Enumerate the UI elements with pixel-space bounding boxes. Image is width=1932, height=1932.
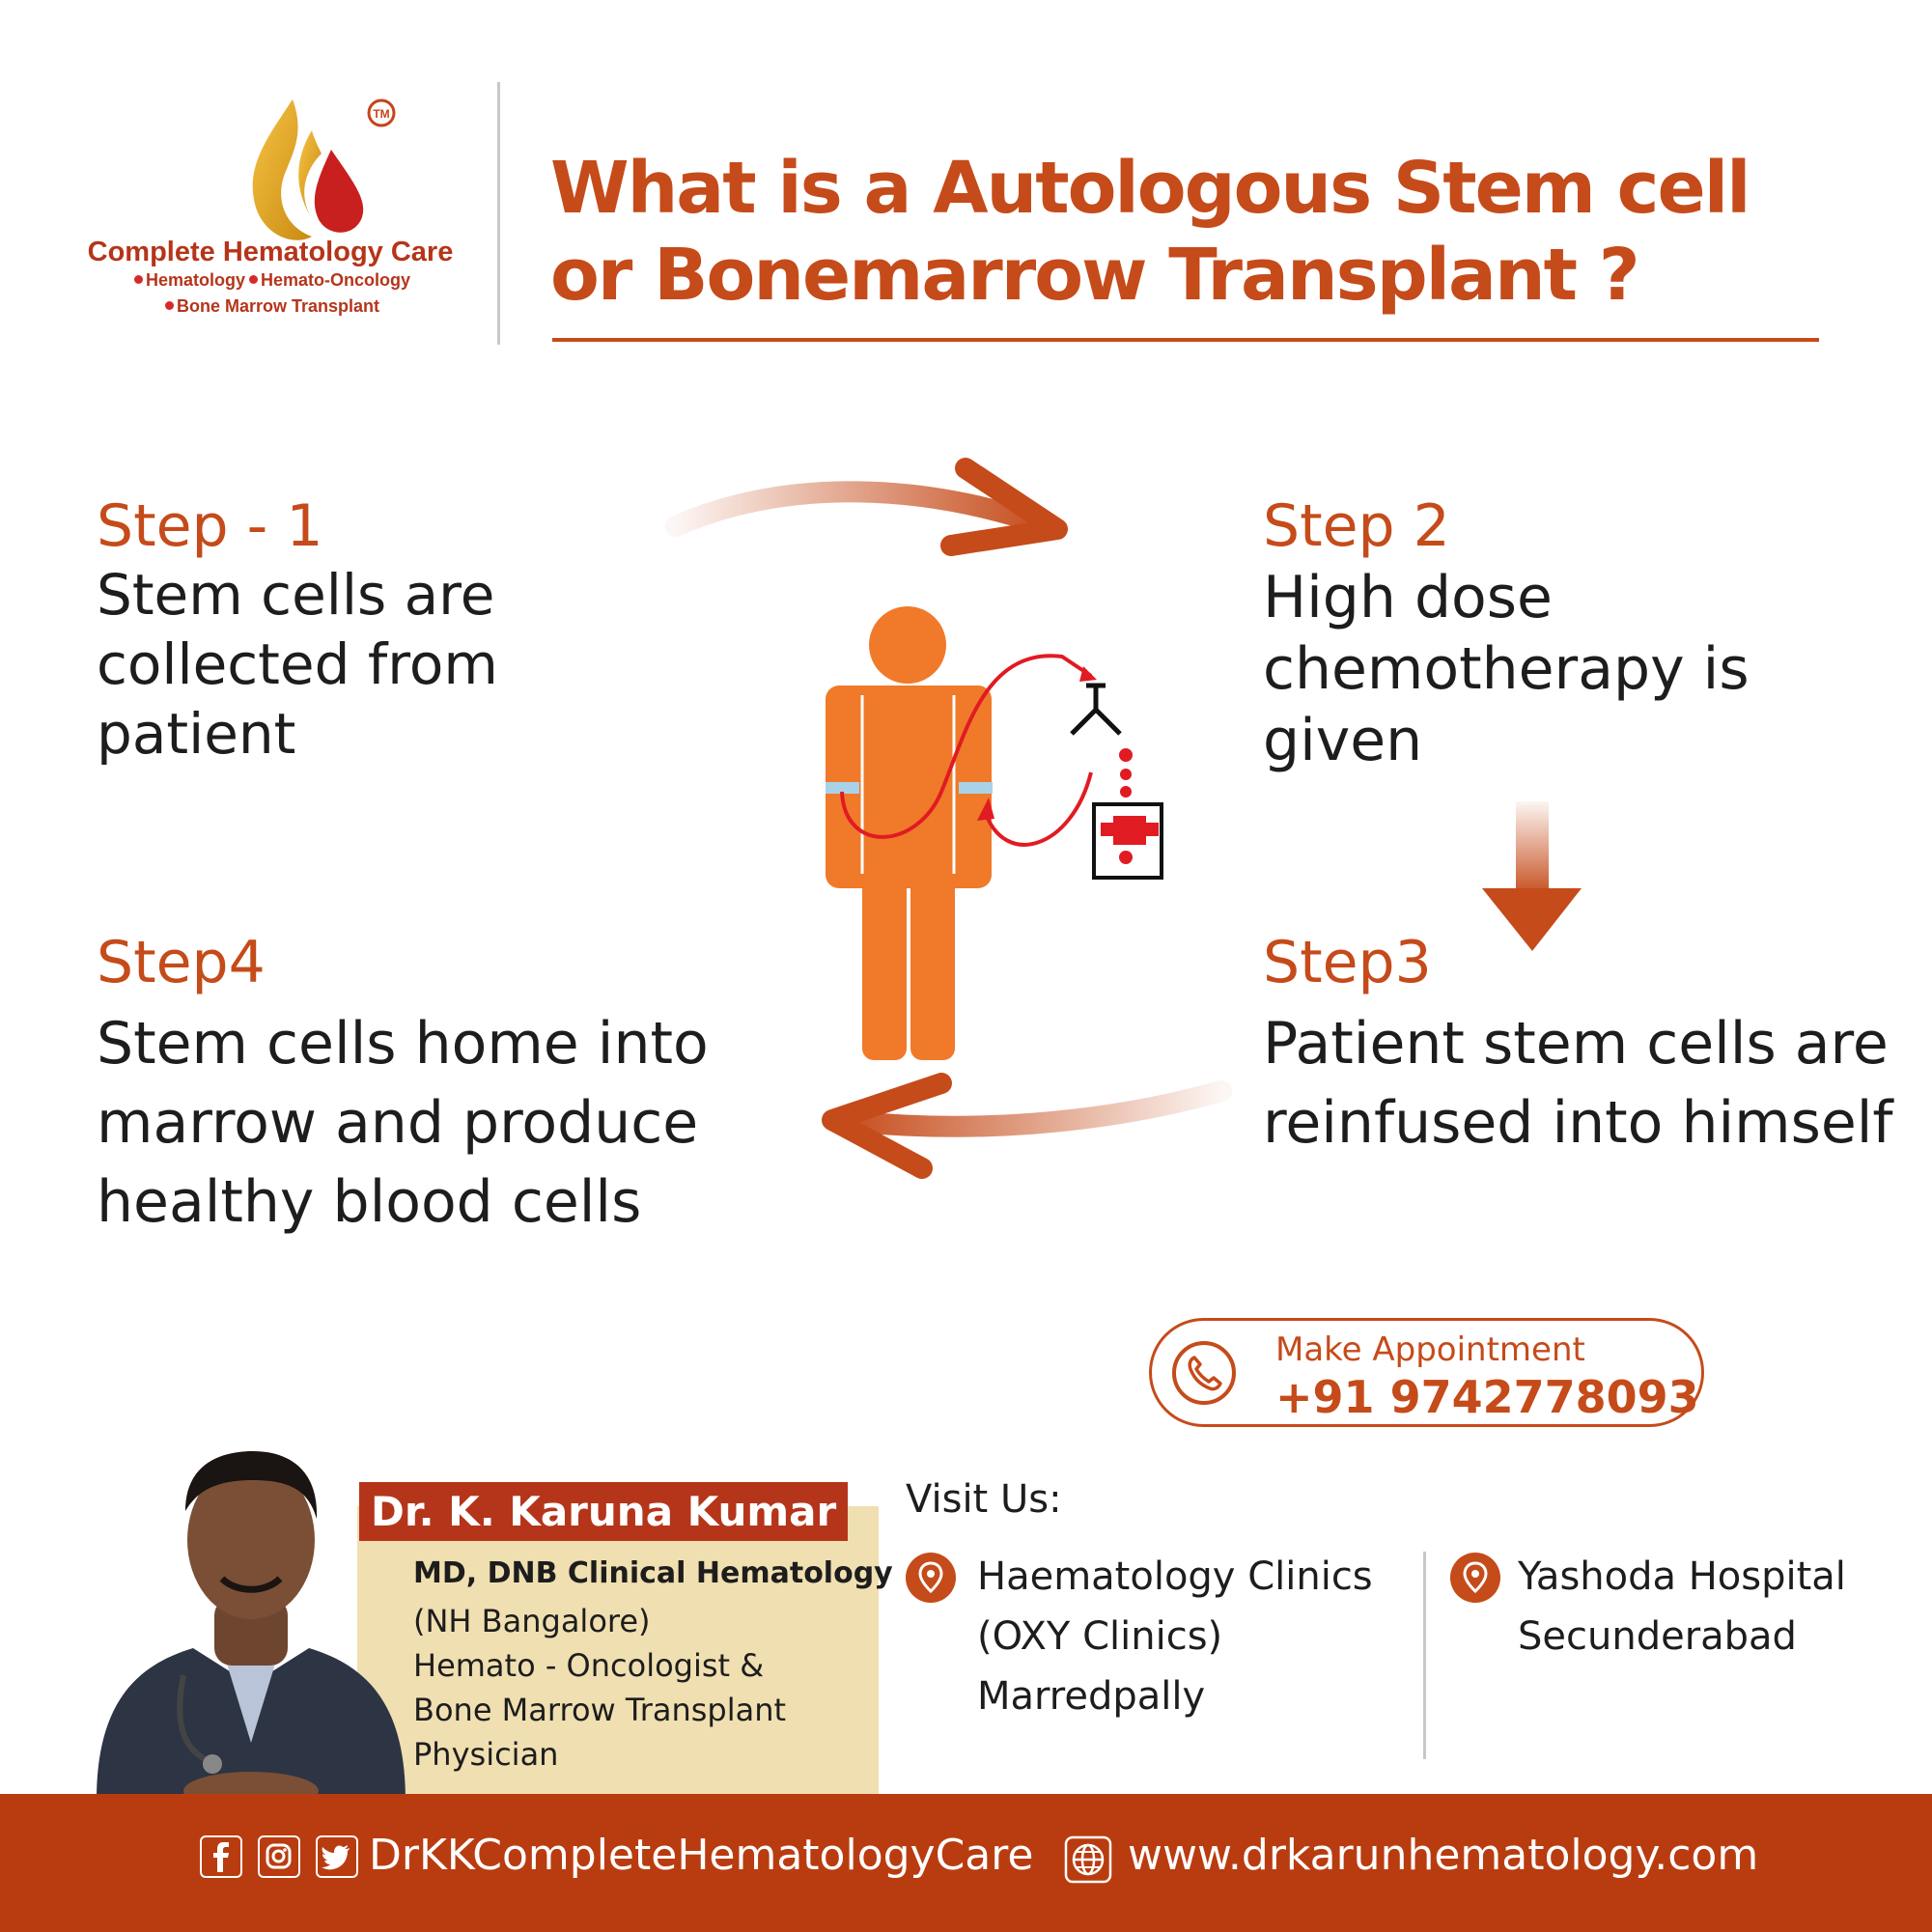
step-4-label: Step4 xyxy=(97,929,266,996)
brand-tagline-1: Hematology Hemato-Oncology xyxy=(68,270,473,291)
arrow-step3-to-step4-icon xyxy=(822,1073,1232,1179)
doctor-role-3: Physician xyxy=(413,1736,559,1773)
location-2-line-1: Yashoda Hospital xyxy=(1518,1554,1846,1599)
doctor-info-panel xyxy=(357,1506,879,1796)
brand-tagline-hematology: Hematology xyxy=(145,270,245,290)
doctor-training: (NH Bangalore) xyxy=(413,1603,651,1639)
step-1-text: Stem cells are collected from patient xyxy=(97,562,498,767)
facebook-icon[interactable] xyxy=(200,1835,242,1878)
trademark-mark: TM xyxy=(373,107,389,121)
location-1-line-1: Haematology Clinics xyxy=(977,1554,1373,1599)
title-underline xyxy=(552,338,1819,342)
brand-name: Complete Hematology Care xyxy=(87,237,454,267)
doctor-role-2: Bone Marrow Transplant xyxy=(413,1692,787,1728)
footer-bar: DrKKCompleteHematologyCare www.drkarunhe… xyxy=(0,1794,1932,1932)
twitter-icon[interactable] xyxy=(316,1835,358,1878)
appointment-phone[interactable]: +91 9742778093 xyxy=(1275,1371,1699,1423)
step-3-label: Step3 xyxy=(1263,929,1432,996)
brand-tagline-2: Bone Marrow Transplant xyxy=(68,296,473,317)
step-2-text: High dose chemotherapy is given xyxy=(1263,564,1750,774)
brand-tagline-bmt: Bone Marrow Transplant xyxy=(176,296,380,316)
social-handle[interactable]: DrKKCompleteHematologyCare xyxy=(369,1831,1034,1880)
location-1-line-2: (OXY Clinics) xyxy=(977,1614,1223,1659)
doctor-photo xyxy=(97,1451,406,1801)
page-title: What is a Autologous Stem cell or Bonema… xyxy=(550,145,1921,319)
appointment-button[interactable]: Make Appointment +91 9742778093 xyxy=(1149,1318,1704,1427)
step-1-label: Step - 1 xyxy=(97,492,323,560)
header-divider xyxy=(497,82,500,345)
doctor-role-1: Hemato - Oncologist & xyxy=(413,1647,765,1684)
doctor-qualification: MD, DNB Clinical Hematology xyxy=(413,1556,893,1590)
flame-drop-logo-icon: TM xyxy=(252,98,396,240)
location-2-line-2: Secunderabad xyxy=(1518,1614,1797,1659)
process-diagram xyxy=(665,458,1582,1179)
arrow-step2-to-step3-icon xyxy=(1482,801,1582,951)
location-pin-icon xyxy=(1450,1553,1500,1603)
globe-icon xyxy=(1064,1835,1112,1884)
website-link[interactable]: www.drkarunhematology.com xyxy=(1128,1831,1759,1880)
page-title-line-1: What is a Autologous Stem cell xyxy=(550,147,1750,230)
brand-tagline-hemato-oncology: Hemato-Oncology xyxy=(261,270,411,290)
location-1-line-3: Marredpally xyxy=(977,1674,1206,1719)
doctor-name: Dr. K. Karuna Kumar xyxy=(359,1482,849,1541)
instagram-icon[interactable] xyxy=(258,1835,300,1878)
patient-figure-icon xyxy=(826,606,1163,1060)
location-pin-icon xyxy=(906,1553,956,1603)
arrow-step1-to-step2-icon xyxy=(665,458,1068,556)
appointment-label: Make Appointment xyxy=(1275,1330,1585,1369)
visit-divider xyxy=(1423,1552,1426,1759)
phone-icon xyxy=(1172,1341,1236,1405)
step-3-text: Patient stem cells are reinfused into hi… xyxy=(1263,1010,1893,1157)
page-title-line-2: or Bonemarrow Transplant ? xyxy=(550,234,1640,317)
step-4-text: Stem cells home into marrow and produce … xyxy=(97,1010,709,1236)
step-2-label: Step 2 xyxy=(1263,492,1450,560)
visit-us-title: Visit Us: xyxy=(906,1477,1062,1522)
